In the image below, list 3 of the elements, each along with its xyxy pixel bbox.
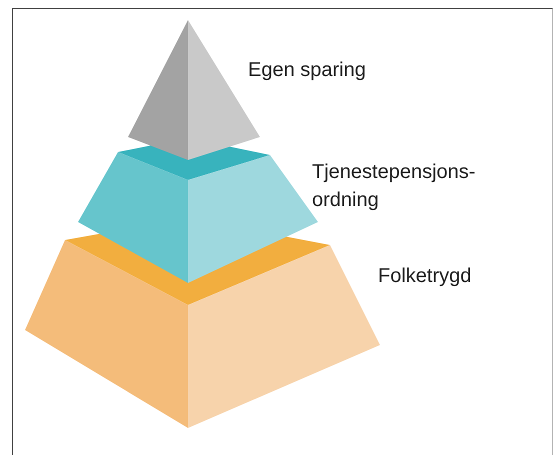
layer-label: Tjenestepensjons-ordning [312, 160, 476, 213]
layer-label: Egen sparing [248, 58, 367, 83]
layer-label: Folketrygd [378, 264, 472, 289]
